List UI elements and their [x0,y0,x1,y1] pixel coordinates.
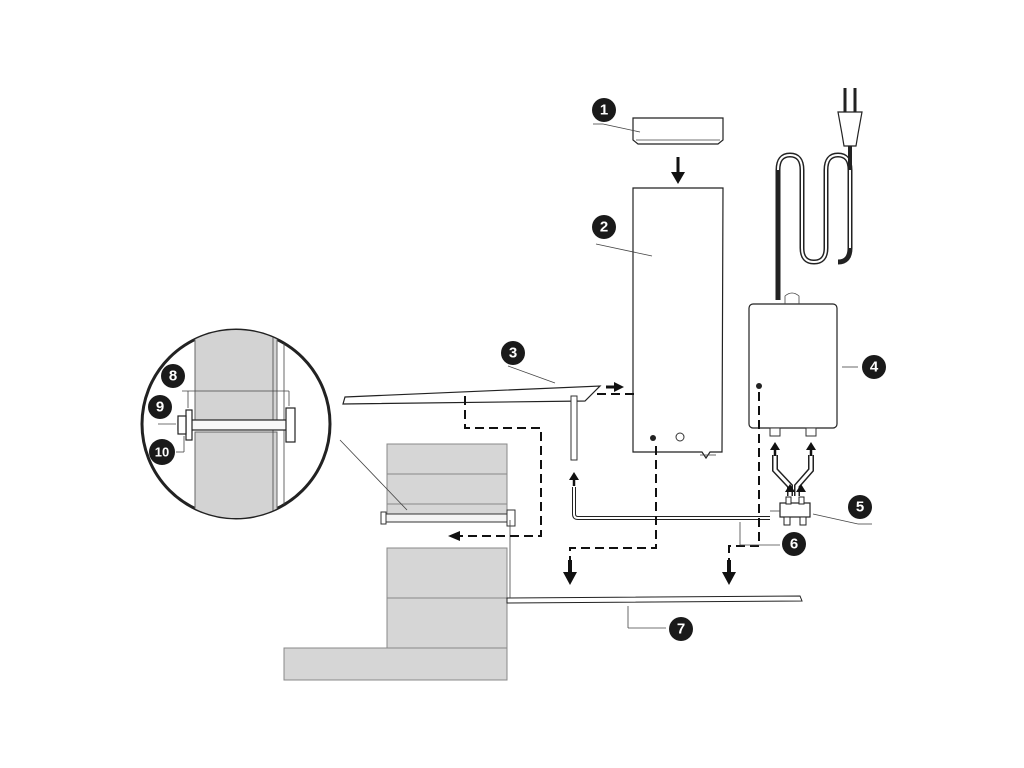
wall-blocks [283,443,508,681]
callout-4: 4 [862,355,886,379]
arrow-lid-to-tank [671,157,685,184]
wall-bolt [380,509,516,527]
power-cord [775,88,863,300]
tube-part [569,472,770,520]
callout-2: 2 [592,215,616,239]
callout-9-label: 9 [156,399,164,416]
floor-plate [506,520,803,604]
callout-leaders [507,123,872,629]
callout-10-label: 10 [155,445,169,460]
callout-4-label: 4 [870,359,879,376]
callout-7: 7 [669,617,693,641]
connector-part [770,496,811,526]
callout-3-label: 3 [509,345,517,362]
callout-1-label: 1 [600,102,608,119]
callout-6-label: 6 [790,536,798,553]
callout-8: 8 [161,364,185,388]
callout-3: 3 [501,341,525,365]
tray-part [342,385,602,461]
power-unit [748,292,838,437]
hoses [770,442,816,496]
flow-lines [448,382,760,585]
callout-7-label: 7 [677,621,685,638]
callout-10: 10 [149,439,175,465]
callout-5: 5 [848,495,872,519]
callout-1: 1 [592,98,616,122]
detail-circle [140,328,408,520]
callout-6: 6 [782,532,806,556]
tank-part [632,187,724,460]
callout-9: 9 [148,395,172,419]
lid-part [632,117,724,145]
callout-8-label: 8 [169,368,177,385]
callout-5-label: 5 [856,499,864,516]
callout-2-label: 2 [600,219,608,236]
